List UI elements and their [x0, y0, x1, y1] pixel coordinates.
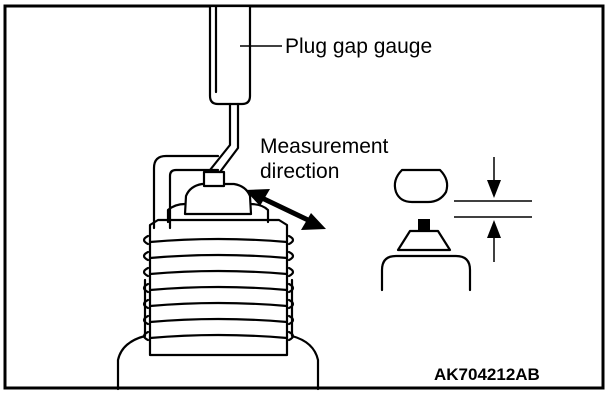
- measurement-label: Measurement: [260, 135, 389, 158]
- figure-frame: [3, 4, 605, 390]
- spark-plug-threads: [142, 234, 295, 342]
- insulator-tip: [396, 229, 452, 252]
- figure-code: AK704212AB: [434, 365, 540, 384]
- ground-electrode-tip: [393, 168, 449, 204]
- direction-label: direction: [260, 160, 339, 183]
- gap-detail: [380, 157, 532, 292]
- measurement-direction-arrow: [245, 189, 326, 230]
- plug-gap-gauge-label: Plug gap gauge: [285, 35, 432, 58]
- insulator-body: [380, 254, 472, 292]
- center-electrode-tip: [418, 219, 430, 231]
- plug-gap-gauge: [208, 4, 252, 174]
- spark-plug: [116, 154, 320, 391]
